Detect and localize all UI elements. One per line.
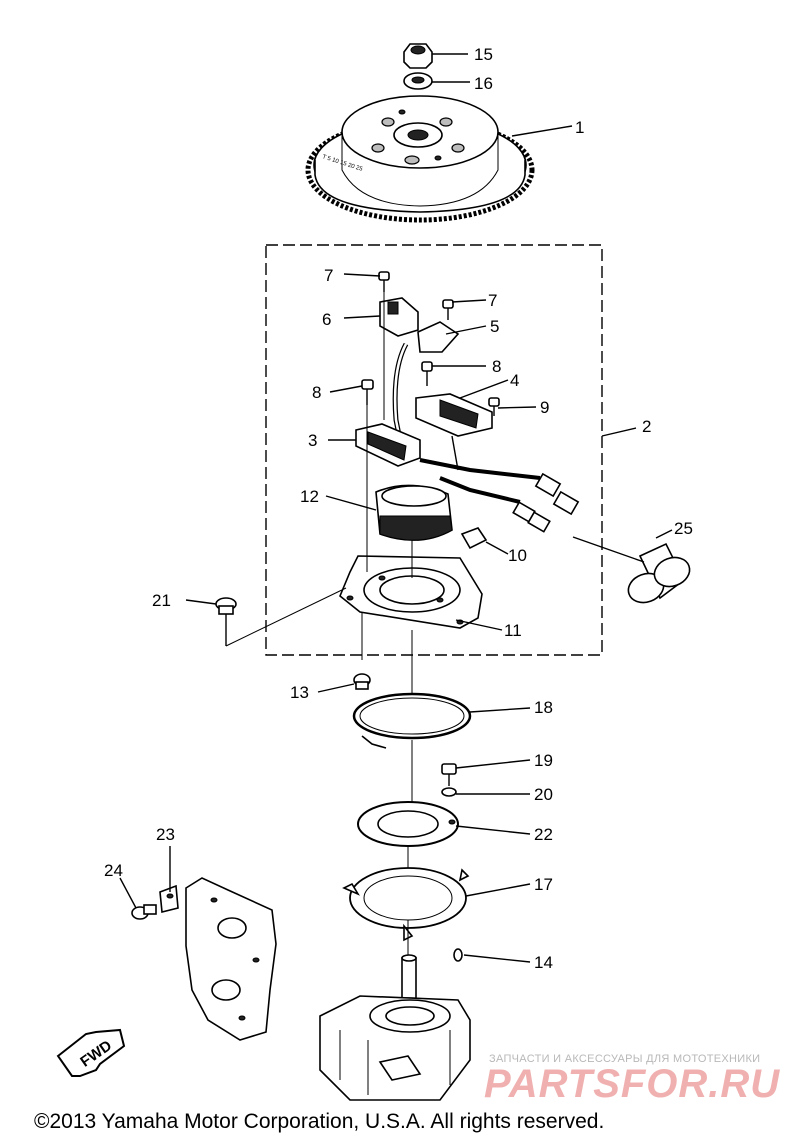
clamp-10-part xyxy=(460,527,488,550)
watermark-logo: PARTSFOR.RU xyxy=(484,1062,781,1106)
connector-part xyxy=(512,472,580,533)
boot-25-part xyxy=(627,542,691,604)
screw-22 xyxy=(215,597,237,646)
callout-20: 20 xyxy=(534,785,553,804)
coil-3-part xyxy=(355,423,421,467)
callout-12: 12 xyxy=(300,487,319,506)
callout-9: 9 xyxy=(540,398,549,417)
callout-16: 16 xyxy=(474,74,493,93)
bracket-5-part xyxy=(417,321,460,353)
callout-5: 5 xyxy=(490,317,499,336)
callout-labels: 15 16 1 7 7 6 5 8 8 4 9 2 3 12 25 10 21 … xyxy=(104,45,693,972)
callout-15: 15 xyxy=(474,45,493,64)
screw-9 xyxy=(488,397,500,416)
callout-7-left: 7 xyxy=(324,266,333,285)
callout-8-left: 8 xyxy=(312,383,321,402)
screw-13 xyxy=(353,673,371,690)
screw-7-left xyxy=(378,271,390,292)
pulser-coil-12-part xyxy=(375,484,453,541)
callout-14: 14 xyxy=(534,953,553,972)
nut-part xyxy=(403,43,433,69)
flywheel-part: T 5 10 15 20 25 xyxy=(305,95,535,223)
base-plate-11-part xyxy=(339,555,483,629)
callout-25: 25 xyxy=(674,519,693,538)
callout-1: 1 xyxy=(575,118,584,137)
bracket-23-part xyxy=(159,884,179,914)
pin-14 xyxy=(453,948,463,962)
crankshaft-part xyxy=(319,954,471,1101)
callout-11: 11 xyxy=(504,621,522,640)
screw-24 xyxy=(131,904,157,920)
screw-8-upper xyxy=(421,361,433,386)
washer-20 xyxy=(441,787,457,797)
callout-23: 23 xyxy=(156,825,175,844)
coil-4-part xyxy=(415,393,493,471)
callout-3: 3 xyxy=(308,431,317,450)
callout-22: 21 xyxy=(152,591,171,610)
fwd-arrow: FWD xyxy=(56,1028,126,1077)
callout-6: 6 xyxy=(322,310,331,329)
callout-19: 19 xyxy=(534,751,553,770)
callout-2: 2 xyxy=(642,417,651,436)
callout-10: 10 xyxy=(508,546,527,565)
ring-18-part xyxy=(352,692,472,749)
callout-24: 24 xyxy=(104,861,123,880)
screw-19 xyxy=(441,763,457,786)
plate-17-part xyxy=(342,867,470,942)
callout-4: 4 xyxy=(510,371,519,390)
copyright-notice: ©2013 Yamaha Motor Corporation, U.S.A. A… xyxy=(34,1110,605,1133)
bracket-6-part xyxy=(379,297,419,337)
screw-8-left xyxy=(361,379,374,405)
screw-7-right xyxy=(442,299,454,320)
leader-lines xyxy=(119,53,673,963)
assembly-box xyxy=(265,244,603,656)
washer-part xyxy=(403,72,433,90)
callout-13: 13 xyxy=(290,683,309,702)
watermark-tagline: ЗАПЧАСТИ И АКСЕССУАРЫ ДЛЯ МОТОТЕХНИКИ xyxy=(489,1053,761,1065)
callout-18: 18 xyxy=(534,698,553,717)
callout-21: 22 xyxy=(534,825,553,844)
callout-7-right: 7 xyxy=(488,291,497,310)
manifold-part xyxy=(185,877,277,1041)
callout-8-upper: 8 xyxy=(492,357,501,376)
retainer-21-part xyxy=(357,801,459,847)
callout-17: 17 xyxy=(534,875,553,894)
